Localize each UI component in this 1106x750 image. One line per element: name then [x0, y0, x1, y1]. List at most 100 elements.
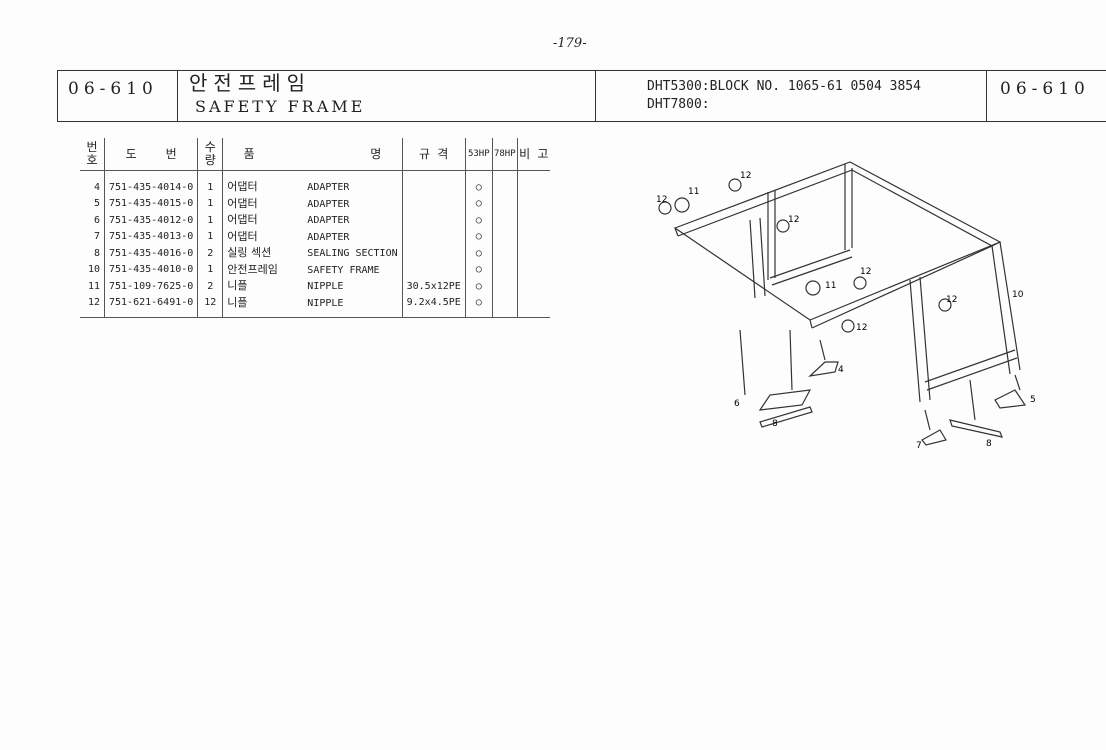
specification [402, 212, 466, 229]
col-53hp: 53HP [465, 138, 493, 171]
title-korean: 안전프레임 [189, 71, 311, 95]
col-no: 번호 [80, 138, 105, 171]
part-number: 751-435-4013-0 [104, 228, 199, 245]
53hp-mark: ○ [465, 261, 493, 278]
quantity: 1 [197, 228, 224, 245]
78hp-mark [492, 195, 518, 212]
col-name: 품 명 [222, 138, 403, 171]
78hp-mark [492, 278, 518, 295]
item-number: 11 [80, 278, 105, 295]
78hp-mark [492, 228, 518, 245]
part-name-english: NIPPLE [307, 281, 344, 293]
part-name: 어댑터 ADAPTER [222, 212, 403, 229]
callout-11: 11 [688, 187, 699, 197]
quantity: 1 [197, 261, 224, 278]
callout-6: 6 [734, 399, 740, 409]
quantity: 2 [197, 245, 224, 262]
callout-12: 12 [946, 295, 957, 305]
part-name-korean: 어댑터 [227, 180, 258, 194]
78hp-mark [492, 170, 518, 196]
title-english: SAFETY FRAME [195, 97, 366, 116]
note [517, 212, 550, 229]
item-number: 10 [80, 261, 105, 278]
specification [402, 195, 466, 212]
note [517, 196, 550, 213]
callout-7: 7 [916, 441, 922, 451]
part-name-korean: 어댑터 [227, 196, 258, 210]
item-number: 6 [80, 212, 105, 229]
callout-5: 5 [1030, 395, 1036, 405]
part-name-english: SEALING SECTION [307, 248, 398, 260]
part-name-korean: 어댑터 [227, 213, 258, 227]
78hp-mark [492, 294, 518, 318]
note [517, 294, 550, 318]
part-name: 실링 섹션 SEALING SECTION [222, 245, 403, 262]
53hp-mark: ○ [465, 294, 493, 318]
part-name-korean: 니플 [227, 279, 248, 293]
callout-10: 10 [1012, 290, 1024, 300]
callout-11: 11 [825, 281, 836, 291]
specification [402, 170, 466, 196]
part-name-english: ADAPTER [307, 231, 350, 243]
col-78hp: 78HP [492, 138, 518, 171]
53hp-mark: ○ [465, 278, 493, 295]
part-number: 751-435-4012-0 [104, 212, 199, 229]
78hp-mark [492, 245, 518, 262]
53hp-mark: ○ [465, 170, 493, 196]
note [517, 262, 550, 279]
78hp-mark [492, 261, 518, 278]
part-name: 어댑터 ADAPTER [222, 228, 403, 245]
part-name-english: NIPPLE [307, 297, 344, 309]
part-name-english: ADAPTER [307, 215, 350, 227]
note [517, 171, 550, 196]
col-spec: 규 격 [402, 138, 466, 171]
page-number: -179- [553, 36, 587, 51]
block-number-line1: DHT5300:BLOCK NO. 1065-61 0504 3854 [647, 79, 921, 94]
53hp-mark: ○ [465, 245, 493, 262]
part-name: 니플 NIPPLE [222, 294, 403, 318]
part-name: 안전프레임 SAFETY FRAME [222, 261, 403, 278]
part-name-english: ADAPTER [307, 182, 350, 194]
quantity: 1 [197, 195, 224, 212]
53hp-mark: ○ [465, 228, 493, 245]
part-name-korean: 안전프레임 [227, 262, 278, 276]
part-number: 751-435-4014-0 [104, 170, 199, 196]
part-name-english: SAFETY FRAME [307, 264, 380, 276]
part-number: 751-435-4010-0 [104, 261, 199, 278]
callout-8: 8 [772, 419, 778, 429]
specification: 9.2x4.5PE [402, 294, 466, 318]
part-name-korean: 어댑터 [227, 229, 258, 243]
part-name-korean: 실링 섹션 [227, 246, 272, 260]
col-note: 비 고 [517, 138, 550, 171]
item-number: 5 [80, 195, 105, 212]
note [517, 229, 550, 246]
item-number: 4 [80, 170, 105, 196]
specification [402, 245, 466, 262]
quantity: 12 [197, 294, 224, 318]
callout-12: 12 [656, 195, 667, 205]
53hp-mark: ○ [465, 195, 493, 212]
section-code-left: 06-610 [68, 79, 158, 99]
78hp-mark [492, 212, 518, 229]
specification: 30.5x12PE [402, 278, 466, 295]
part-number: 751-621-6491-0 [104, 294, 199, 318]
part-name-korean: 니플 [227, 295, 248, 309]
callout-12: 12 [740, 171, 751, 181]
frame-drawing [658, 161, 1027, 446]
part-name-english: ADAPTER [307, 198, 350, 210]
quantity: 1 [197, 212, 224, 229]
part-number: 751-435-4016-0 [104, 245, 199, 262]
quantity: 1 [197, 170, 224, 196]
quantity: 2 [197, 278, 224, 295]
part-number: 751-435-4015-0 [104, 195, 199, 212]
section-code-right: 06-610 [1000, 79, 1090, 99]
